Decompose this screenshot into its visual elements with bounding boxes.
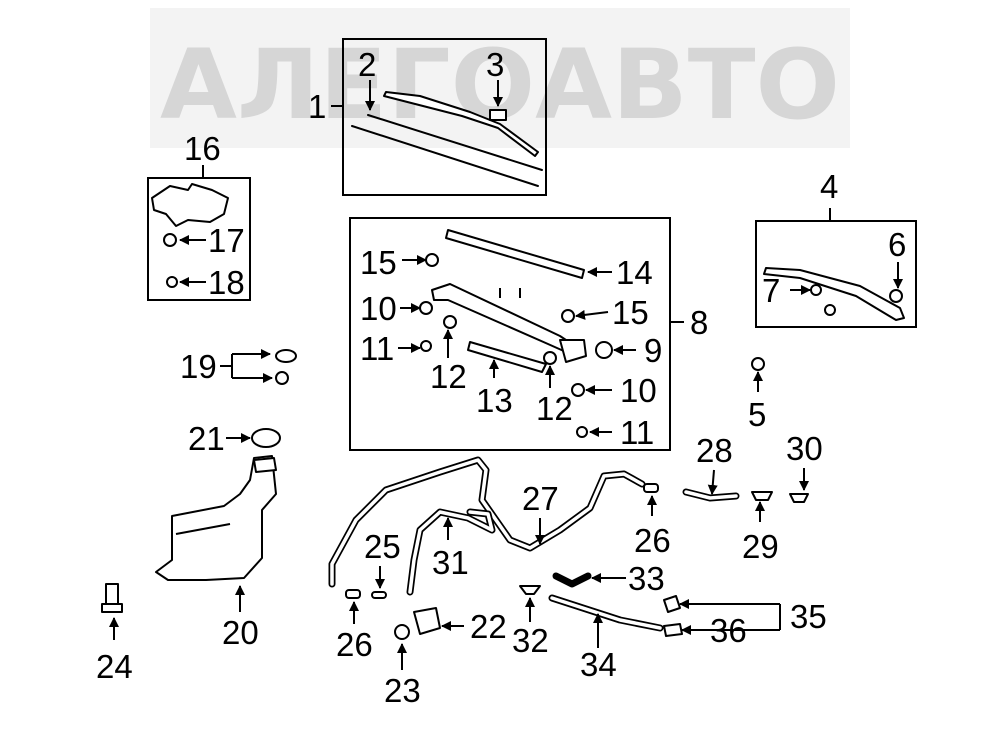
label-25: 25 <box>364 528 401 565</box>
callout-labels: 1 2 3 4 5 6 7 8 9 10 10 11 11 12 12 13 1… <box>96 46 906 709</box>
blade-rubber <box>367 114 543 171</box>
blade-group <box>331 38 547 196</box>
part-24 <box>101 583 123 640</box>
label-31: 31 <box>432 544 469 581</box>
label-4: 4 <box>820 168 838 205</box>
label-36: 36 <box>710 612 747 649</box>
label-29: 29 <box>742 528 779 565</box>
label-12-right: 12 <box>536 390 573 427</box>
label-15-upper: 15 <box>360 244 397 281</box>
arm-group <box>755 208 917 328</box>
motor-box <box>147 177 251 301</box>
label-20: 20 <box>222 614 259 651</box>
part-19 <box>220 349 297 385</box>
wiper-blade <box>383 91 539 157</box>
refill-strip <box>351 125 539 187</box>
motor-bushing <box>163 233 177 247</box>
label-27: 27 <box>522 480 559 517</box>
label-1: 1 <box>308 88 326 125</box>
label-2: 2 <box>358 46 376 83</box>
label-10-lower: 10 <box>620 372 657 409</box>
label-5: 5 <box>748 396 766 433</box>
label-9: 9 <box>644 332 662 369</box>
label-33: 33 <box>628 560 665 597</box>
label-18: 18 <box>208 264 245 301</box>
part-5 <box>751 357 765 392</box>
blade-box <box>342 38 547 196</box>
label-6: 6 <box>888 226 906 263</box>
label-26-left: 26 <box>336 626 373 663</box>
pivot-right <box>559 339 587 363</box>
watermark-logo: АЛЕГОАВТО <box>150 8 850 148</box>
label-8: 8 <box>690 304 708 341</box>
label-21: 21 <box>188 420 225 457</box>
label-24: 24 <box>96 648 133 685</box>
motor-group <box>147 165 251 301</box>
part-21 <box>226 428 281 448</box>
washer-hoses <box>328 456 740 632</box>
label-13: 13 <box>476 382 513 419</box>
label-14: 14 <box>616 254 653 291</box>
label-16: 16 <box>184 130 221 167</box>
label-10-upper: 10 <box>360 290 397 327</box>
label-15-lower: 15 <box>612 294 649 331</box>
label-3: 3 <box>486 46 504 83</box>
label-26-right: 26 <box>634 522 671 559</box>
linkage-box <box>349 217 671 451</box>
label-12-left: 12 <box>430 358 467 395</box>
label-7: 7 <box>762 272 780 309</box>
washer-reservoir <box>155 455 277 612</box>
label-19: 19 <box>180 348 217 385</box>
link-rod-upper <box>445 229 585 279</box>
link-rod-lower <box>467 341 547 373</box>
label-35: 35 <box>790 598 827 635</box>
label-23: 23 <box>384 672 421 709</box>
wiper-arm <box>763 267 905 321</box>
label-32: 32 <box>512 622 549 659</box>
linkage-group <box>349 217 684 451</box>
leader-arrows <box>349 468 809 670</box>
blade-clip <box>489 109 507 121</box>
label-28: 28 <box>696 432 733 469</box>
label-17: 17 <box>208 222 245 259</box>
label-22: 22 <box>470 608 507 645</box>
label-30: 30 <box>786 430 823 467</box>
label-11-right: 11 <box>620 414 654 451</box>
label-34: 34 <box>580 646 617 683</box>
wiper-motor <box>151 183 229 227</box>
motor-bolt <box>166 276 178 288</box>
arm-box <box>755 220 917 328</box>
label-11-left: 11 <box>360 330 394 367</box>
watermark-text: АЛЕГОАВТО <box>160 29 840 141</box>
